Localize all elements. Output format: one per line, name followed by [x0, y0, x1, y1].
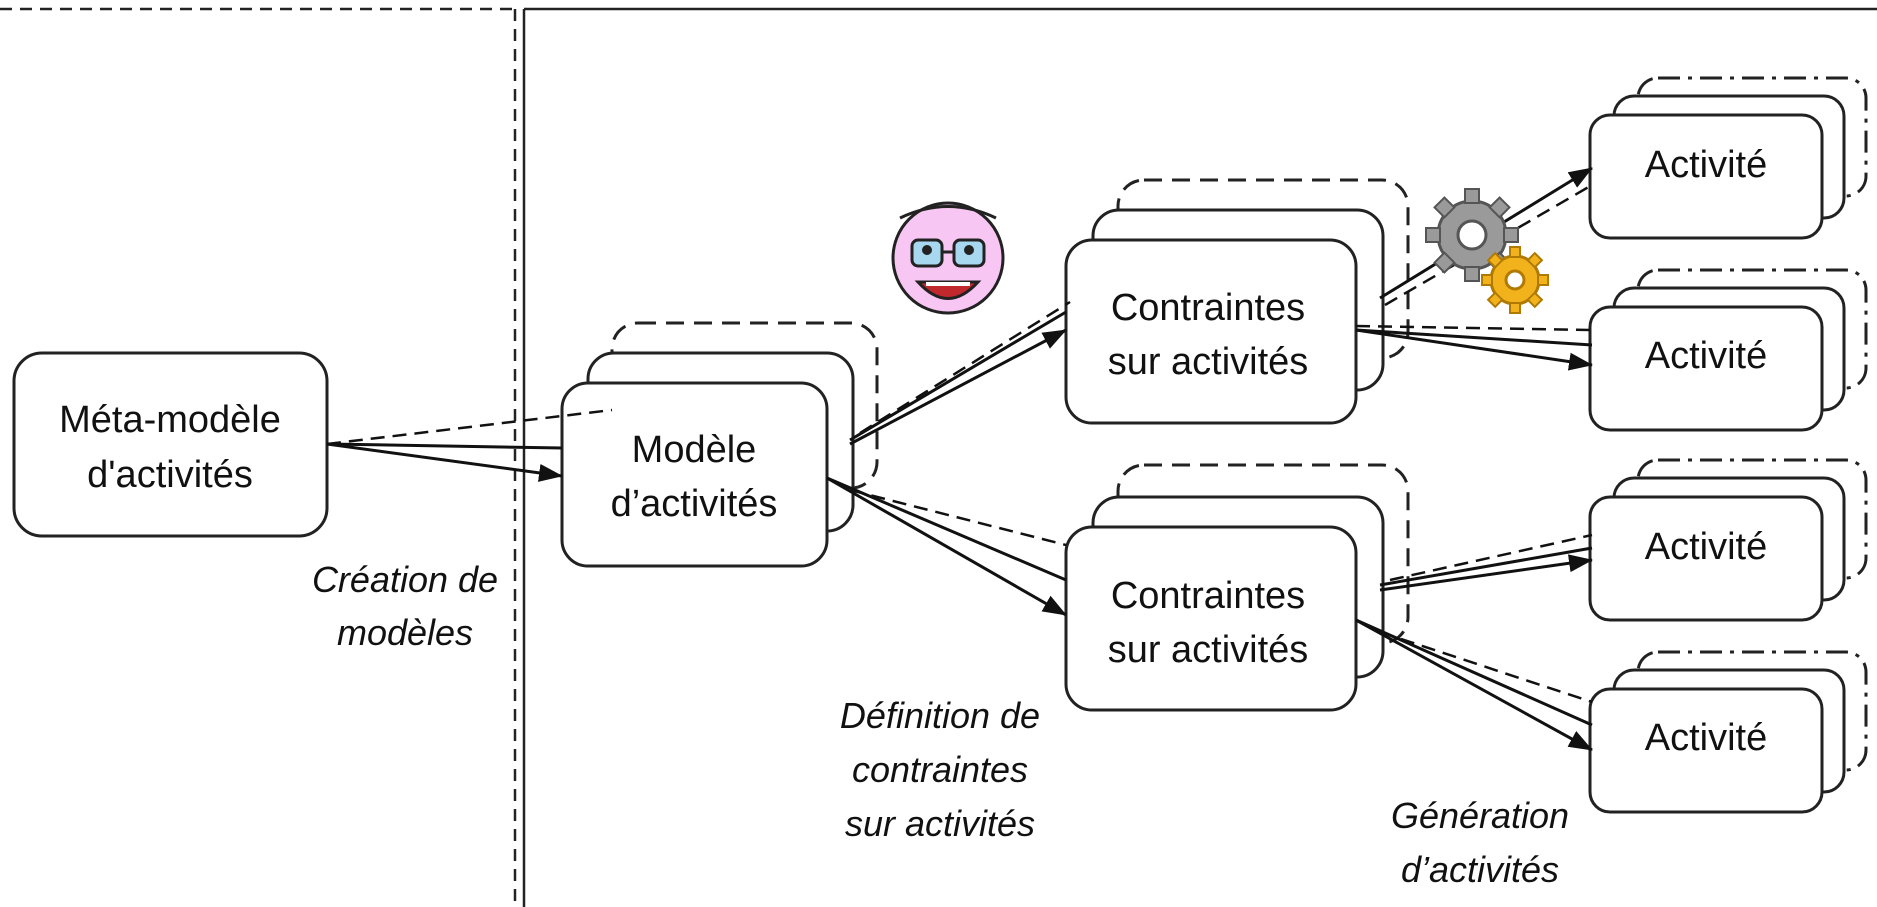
- metamodel-box: [12, 351, 329, 538]
- designer-face-icon: [891, 201, 1005, 315]
- metamodel-label-line2: d'activités: [87, 454, 253, 496]
- caption-generation-line2: d’activités: [1401, 849, 1559, 890]
- model-label-line2: d’activités: [611, 483, 778, 525]
- arrow-model-constraints-bottom: [826, 476, 1067, 617]
- gray-gear-icon: [1425, 188, 1519, 282]
- connector-model-constraints-top-dashed: [859, 300, 1071, 435]
- constraints-top-label-line2: sur activités: [1108, 341, 1309, 383]
- connector-model-constraints-bottom-solid: [826, 476, 1067, 582]
- caption-creation-line2: modèles: [337, 612, 473, 653]
- yellow-gear-icon: [1481, 246, 1549, 314]
- caption-definition-line2: contraintes: [852, 749, 1028, 790]
- constraints-node-top: Contraintes sur activités: [1064, 178, 1410, 425]
- connector-constraints-top-activity-2-dashed: [1355, 324, 1593, 332]
- gears-icon: [1425, 188, 1549, 314]
- caption-definition-line1: Définition de: [840, 695, 1040, 736]
- caption-generation: Génération d’activités: [1391, 795, 1569, 890]
- connector-model-constraints-bottom-dashed: [849, 488, 1067, 547]
- connector-metamodel-model-dashed: [326, 408, 613, 446]
- activity-4-label: Activité: [1645, 717, 1767, 759]
- caption-definition-line3: sur activités: [845, 803, 1035, 844]
- connector-constraints-bottom-activity-4-solid: [1355, 618, 1593, 727]
- activity-stack-1: Activité: [1588, 76, 1868, 240]
- connector-constraints-bottom-activity-4-dashed: [1379, 630, 1593, 704]
- activity-stack-3: Activité: [1588, 458, 1868, 622]
- model-label-line1: Modèle: [632, 429, 757, 471]
- constraints-top-label-line1: Contraintes: [1111, 287, 1305, 329]
- constraints-bottom-label-line2: sur activités: [1108, 629, 1309, 671]
- activity-1-label: Activité: [1645, 144, 1767, 186]
- arrow-model-constraints-top: [849, 328, 1067, 446]
- arrow-constraints-bottom-activity-4: [1355, 618, 1593, 752]
- constraints-node-bottom: Contraintes sur activités: [1064, 463, 1410, 712]
- connector-constraints-top-activity-2-solid: [1355, 328, 1593, 347]
- arrow-constraints-bottom-activity-3: [1379, 554, 1593, 592]
- caption-creation: Création de modèles: [312, 559, 498, 653]
- metamodel-label-line1: Méta-modèle: [59, 399, 281, 441]
- connector-model-constraints-top-solid: [849, 310, 1067, 442]
- activity-stack-4: Activité: [1588, 650, 1868, 814]
- connector-constraints-bottom-activity-3-dashed: [1389, 533, 1593, 582]
- caption-creation-line1: Création de: [312, 559, 498, 600]
- arrow-constraints-top-activity-2: [1355, 328, 1593, 371]
- connector-metamodel-model-solid: [326, 442, 563, 450]
- activity-3-label: Activité: [1645, 526, 1767, 568]
- constraints-bottom-box: [1064, 525, 1358, 712]
- caption-definition: Définition de contraintes sur activités: [840, 695, 1040, 844]
- region-borders: [0, 7, 1877, 907]
- activity-2-label: Activité: [1645, 335, 1767, 377]
- model-node-stack: Modèle d’activités: [560, 321, 879, 568]
- caption-generation-line1: Génération: [1391, 795, 1569, 836]
- constraints-bottom-label-line1: Contraintes: [1111, 575, 1305, 617]
- connector-constraints-bottom-activity-3-solid: [1379, 546, 1593, 587]
- metamodel-node: Méta-modèle d'activités: [12, 351, 329, 538]
- constraints-top-box: [1064, 238, 1358, 425]
- activity-stack-2: Activité: [1588, 268, 1868, 432]
- arrow-metamodel-model: [326, 442, 563, 482]
